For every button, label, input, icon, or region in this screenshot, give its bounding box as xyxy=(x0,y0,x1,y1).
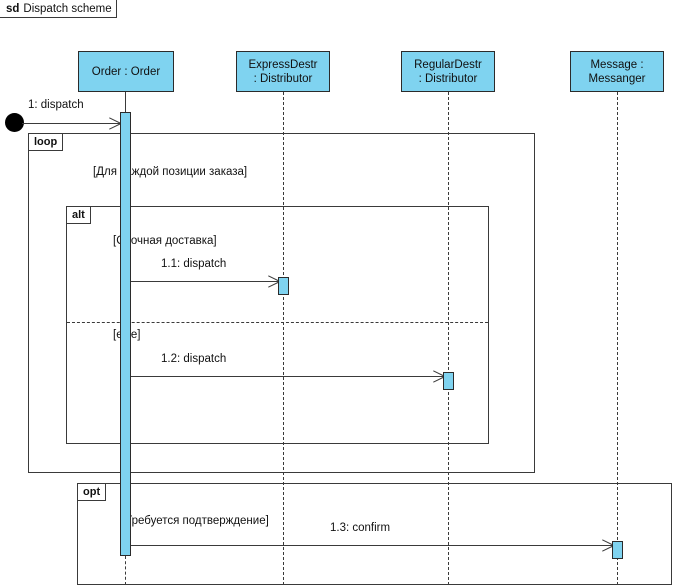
lifeline-head-regular[interactable]: RegularDestr : Distributor xyxy=(401,51,495,92)
fragment-opt[interactable] xyxy=(77,483,672,585)
fragment-alt-guard-1: [Срочная доставка] xyxy=(113,235,217,247)
message-label-1-2-dispatch-text: 1.2: dispatch xyxy=(161,353,227,365)
fragment-opt-guard-text: [Требуется подтверждение] xyxy=(122,515,269,527)
message-arrowhead-1-dispatch xyxy=(108,116,120,130)
lifeline-stem-order-bottom xyxy=(125,556,126,585)
lifeline-label-message-line2: Messanger xyxy=(588,72,646,85)
lifeline-head-message[interactable]: Message : Messanger xyxy=(570,51,664,92)
lifeline-head-order[interactable]: Order : Order xyxy=(78,51,174,92)
fragment-alt-operand-divider xyxy=(67,322,488,323)
message-label-1-3-confirm: 1.3: confirm xyxy=(330,522,390,534)
lifeline-stem-message xyxy=(617,92,618,585)
diagram-title: Dispatch scheme xyxy=(23,2,112,15)
lifeline-label-express-line2: : Distributor xyxy=(253,72,313,85)
fragment-loop-guard-text: [Для каждой позиции заказа] xyxy=(93,166,248,178)
message-label-1-dispatch: 1: dispatch xyxy=(28,99,84,111)
message-line-1-2-dispatch[interactable] xyxy=(131,376,444,377)
lifeline-stem-regular xyxy=(448,92,449,585)
fragment-alt[interactable] xyxy=(66,206,489,444)
fragment-opt-operator-text: opt xyxy=(83,486,101,498)
fragment-opt-guard: [Требуется подтверждение] xyxy=(122,515,269,527)
lifeline-stem-express xyxy=(283,92,284,585)
start-node xyxy=(5,113,24,132)
activation-bar-order[interactable] xyxy=(120,112,131,556)
activation-bar-express[interactable] xyxy=(278,277,289,295)
message-line-1-dispatch[interactable] xyxy=(22,123,121,124)
lifeline-label-regular-line2: : Distributor xyxy=(418,72,478,85)
fragment-loop-operator-text: loop xyxy=(34,136,58,148)
lifeline-stem-order-top xyxy=(125,92,126,113)
frame-title-clip-corner xyxy=(118,0,134,19)
message-label-1-dispatch-text: 1: dispatch xyxy=(28,99,84,111)
diagram-keyword: sd xyxy=(6,2,20,15)
activation-bar-regular[interactable] xyxy=(443,372,454,390)
lifeline-label-message-line1: Message : xyxy=(590,58,644,71)
fragment-alt-guard-1-text: [Срочная доставка] xyxy=(113,235,217,247)
activation-bar-message[interactable] xyxy=(612,541,623,559)
lifeline-label-regular-line1: RegularDestr xyxy=(414,58,482,71)
lifeline-head-express[interactable]: ExpressDestr : Distributor xyxy=(236,51,330,92)
message-line-1-3-confirm[interactable] xyxy=(131,545,613,546)
fragment-loop-guard: [Для каждой позиции заказа] xyxy=(93,166,247,178)
message-label-1-2-dispatch: 1.2: dispatch xyxy=(161,353,226,365)
message-label-1-3-confirm-text: 1.3: confirm xyxy=(330,522,391,534)
message-label-1-1-dispatch-text: 1.1: dispatch xyxy=(161,258,227,270)
message-label-1-1-dispatch: 1.1: dispatch xyxy=(161,258,226,270)
diagram-frame-title: sd Dispatch scheme xyxy=(0,0,117,18)
message-line-1-1-dispatch[interactable] xyxy=(131,281,279,282)
fragment-loop[interactable] xyxy=(28,133,535,473)
fragment-alt-operator-label: alt xyxy=(67,207,91,224)
lifeline-label-order-line1: Order : Order xyxy=(91,65,161,78)
fragment-alt-label-clip xyxy=(97,207,112,225)
lifeline-label-express-line1: ExpressDestr xyxy=(248,58,318,71)
fragment-opt-operator-label: opt xyxy=(78,484,107,501)
fragment-loop-label-clip xyxy=(67,134,82,152)
fragment-alt-operator-text: alt xyxy=(72,209,85,221)
fragment-loop-operator-label: loop xyxy=(29,134,64,151)
